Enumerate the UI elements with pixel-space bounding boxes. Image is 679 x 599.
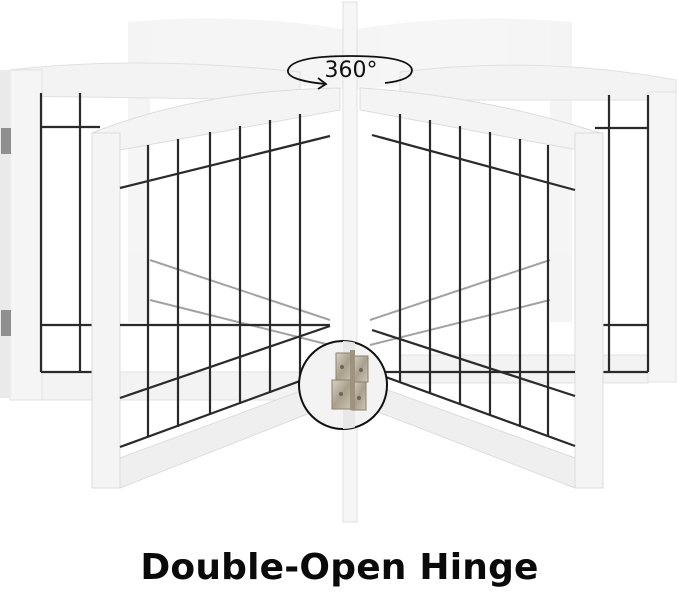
side-hinge-bottom [1,310,11,336]
rotation-arrow-icon [287,55,413,90]
rotation-label: 360° [325,58,378,83]
side-hinge-top [1,128,11,154]
caption-title: Double-Open Hinge [140,547,539,588]
right-flat-panel [399,64,677,384]
left-flat-panel [0,62,301,401]
front-left-panel [90,87,341,489]
front-right-panel [359,87,604,489]
hinge-closeup [298,340,388,430]
